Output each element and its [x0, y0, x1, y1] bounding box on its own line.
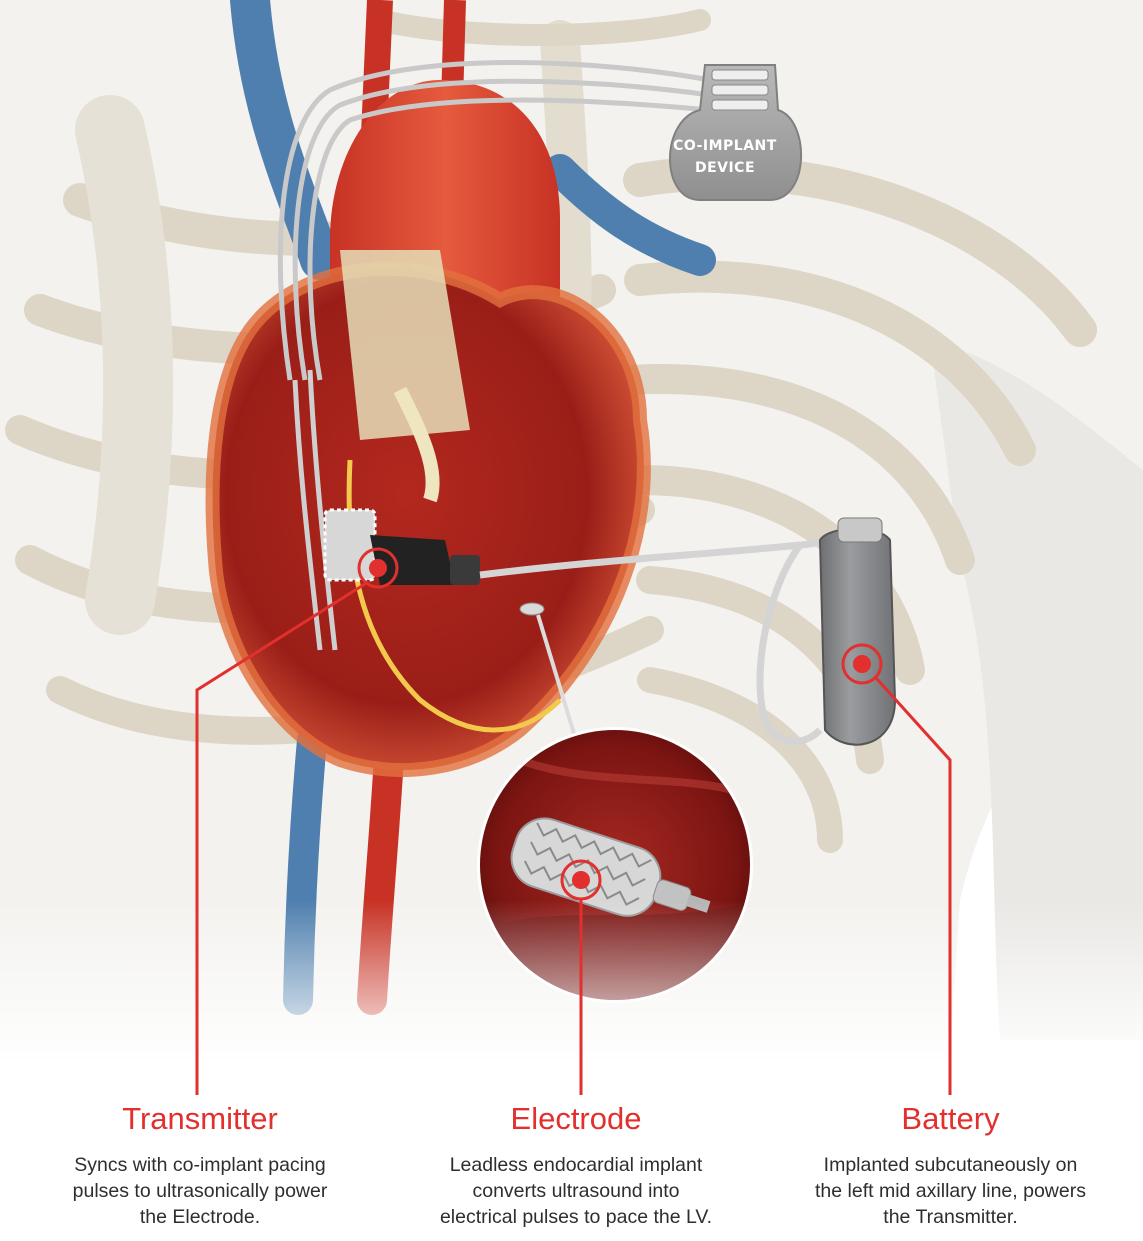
transmitter-caption: Transmitter Syncs with co-implant pacing… [20, 1100, 380, 1230]
transmitter-desc-line: pulses to ultrasonically power [73, 1180, 328, 1202]
bottom-fade [0, 900, 1143, 1070]
electrode-site-marker [520, 603, 544, 615]
battery-desc-line: the Transmitter. [883, 1206, 1017, 1228]
transmitter-description: Syncs with co-implant pacing pulses to u… [20, 1152, 380, 1230]
electrode-desc-line: electrical pulses to pace the LV. [440, 1206, 712, 1228]
transmitter-desc-line: the Electrode. [140, 1206, 260, 1228]
battery-description: Implanted subcutaneously on the left mid… [768, 1152, 1133, 1230]
co-implant-label-line1: CO-IMPLANT [673, 138, 777, 154]
battery-desc-line: the left mid axillary line, powers [815, 1180, 1086, 1202]
electrode-title: Electrode [395, 1100, 757, 1138]
electrode-desc-line: Leadless endocardial implant [450, 1154, 703, 1176]
transmitter-title: Transmitter [20, 1100, 380, 1138]
electrode-caption: Electrode Leadless endocardial implant c… [395, 1100, 757, 1230]
battery-caption: Battery Implanted subcutaneously on the … [768, 1100, 1133, 1230]
transmitter-desc-line: Syncs with co-implant pacing [74, 1154, 325, 1176]
battery-device [820, 518, 895, 745]
electrode-description: Leadless endocardial implant converts ul… [395, 1152, 757, 1230]
co-implant-label-line2: DEVICE [695, 160, 755, 176]
battery-desc-line: Implanted subcutaneously on [824, 1154, 1078, 1176]
battery-title: Battery [768, 1100, 1133, 1138]
electrode-desc-line: converts ultrasound into [472, 1180, 679, 1202]
